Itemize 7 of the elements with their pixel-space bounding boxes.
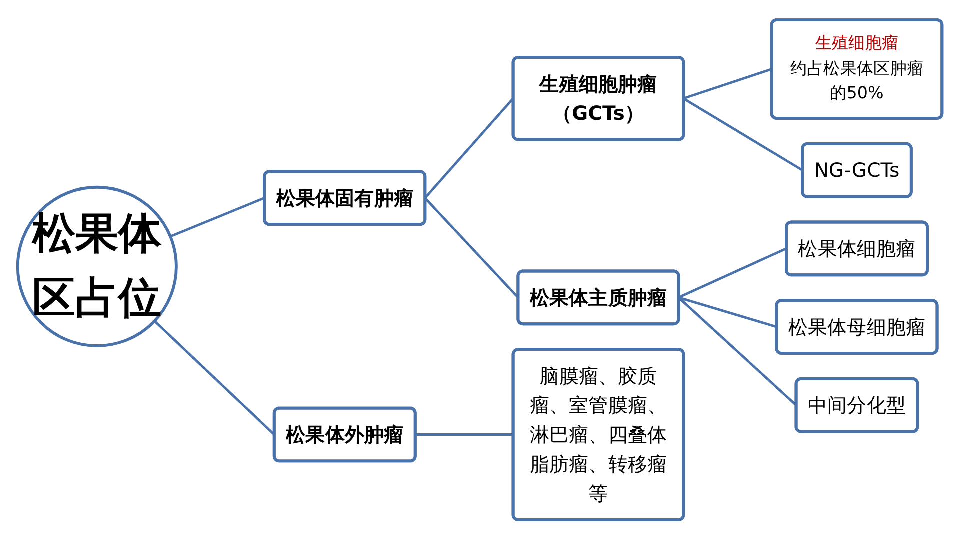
node-circle: 松果体区占位 — [16, 186, 178, 348]
connector — [683, 68, 772, 100]
connector — [678, 248, 787, 299]
connector — [683, 98, 804, 172]
connector — [415, 434, 514, 436]
connector — [170, 197, 266, 238]
connector — [678, 296, 778, 328]
